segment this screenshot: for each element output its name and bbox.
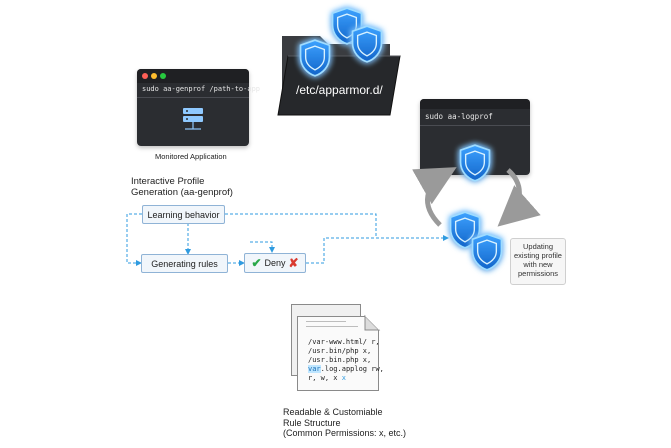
terminal-titlebar	[420, 99, 530, 109]
page-fold-icon	[364, 314, 381, 331]
allow-deny-box[interactable]: ✔ Deny ✘	[244, 253, 306, 273]
close-dot	[142, 73, 148, 79]
generating-rules-label: Generating rules	[151, 258, 218, 269]
update-profile-note: Updating existing profile with new permi…	[510, 238, 566, 285]
rule-line: /usr.bin.php x,	[308, 356, 372, 364]
rule-line: r, w, x x	[308, 374, 346, 382]
genprof-terminal-window: sudo aa-genprof /path-to-app	[137, 69, 260, 146]
genprof-command: sudo aa-genprof /path-to-app	[142, 85, 261, 93]
update-note-line: Updating	[522, 242, 554, 251]
learning-behavior-label: Learning behavior	[147, 209, 220, 220]
monitored-app-caption: Monitored Application	[155, 152, 227, 161]
update-note-line: with new	[523, 260, 553, 269]
learning-behavior-box[interactable]: Learning behavior	[142, 205, 225, 224]
rule-line: /var-www.html/ r,	[308, 338, 380, 346]
rule-line: var.log.applog rw,	[308, 365, 384, 373]
update-note-line: permissions	[517, 269, 558, 278]
maximize-dot	[160, 73, 166, 79]
rules-document: /var-www.html/ r, /usr.bin/php x, /usr.b…	[297, 314, 384, 391]
rules-caption: Readable & Customiable Rule Structure (C…	[283, 407, 407, 438]
folder-group: /etc/apparmor.d/	[270, 0, 410, 125]
server-icon	[183, 108, 203, 130]
update-note-line: existing profile	[514, 251, 562, 260]
cross-icon: ✘	[288, 256, 299, 270]
terminal-titlebar	[137, 69, 249, 83]
rule-line: /usr.bin/php x,	[308, 347, 372, 355]
generating-rules-box[interactable]: Generating rules	[141, 254, 228, 273]
logprof-command: sudo aa-logprof	[425, 112, 493, 121]
minimize-dot	[151, 73, 157, 79]
workflow-title: Interactive Profile Generation (aa-genpr…	[131, 176, 233, 198]
deny-label: Deny	[264, 258, 286, 268]
rule-highlight: var	[308, 365, 321, 373]
folder-path-label: /etc/apparmor.d/	[296, 83, 383, 97]
check-icon: ✔	[251, 256, 262, 270]
